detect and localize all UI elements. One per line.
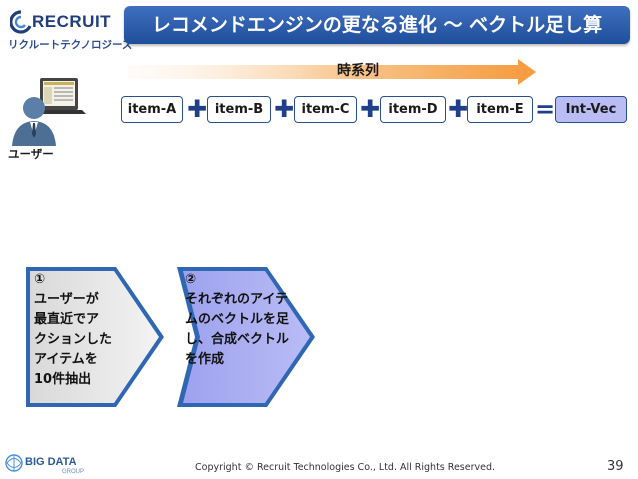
user-label: ユーザー <box>8 147 54 161</box>
step-1-number: ① <box>34 272 46 287</box>
step-1-line-5: 10件抽出 <box>34 372 92 387</box>
step-2-chevron: ② それぞれのアイテ ムのベクトルを足 し、合成ベクトル を作成 <box>175 262 345 412</box>
big-data-logo-subtext: GROUP <box>62 469 84 475</box>
item-e-box: item-E <box>467 96 533 123</box>
recruit-logo-mark-icon <box>10 10 32 34</box>
copyright-text: Copyright © Recruit Technologies Co., Lt… <box>195 462 496 473</box>
page-title: レコメンドエンジンの更なる進化 ～ ベクトル足し算 <box>151 14 603 36</box>
item-b-box: item-B <box>207 96 271 123</box>
step-2-line-3: し、合成ベクトル <box>185 332 290 347</box>
step-2-line-4: を作成 <box>185 352 225 367</box>
plus-icon: ✚ <box>274 95 295 123</box>
recruit-logo-text: RECRUIT <box>32 12 112 31</box>
recruit-logo: RECRUIT リクルートテクノロジーズ <box>6 8 133 54</box>
item-c-box: item-C <box>294 96 357 123</box>
timeline-arrow-icon <box>128 59 536 85</box>
big-data-logo-text: BIG DATA <box>25 456 77 468</box>
step-2-chevron-shape-icon <box>177 267 315 407</box>
item-a-box: item-A <box>121 96 183 123</box>
step-1-line-3: クションした <box>34 332 113 347</box>
step-2-line-2: ムのベクトルを足 <box>185 312 290 327</box>
plus-icon: ✚ <box>448 95 469 123</box>
plus-icon: ✚ <box>187 95 208 123</box>
equals-icon: = <box>535 95 556 123</box>
recruit-logo-subtext: リクルートテクノロジーズ <box>8 39 133 51</box>
int-vec-box: Int-Vec <box>555 96 627 123</box>
step-1-line-4: アイテムを <box>34 352 98 367</box>
step-1-chevron: ① ユーザーが 最直近でア クションした アイテムを 10件抽出 <box>24 262 194 412</box>
step-1-line-2: 最直近でア <box>34 312 100 327</box>
page-number: 39 <box>607 459 624 474</box>
plus-icon: ✚ <box>360 95 381 123</box>
step-1-chevron-shape-icon <box>26 267 164 407</box>
timeline-label: 時系列 <box>337 63 379 79</box>
step-2-number: ② <box>185 272 197 287</box>
user-with-laptop-icon <box>12 78 86 146</box>
big-data-group-logo: BIG DATA GROUP <box>5 454 84 475</box>
step-2-line-1: それぞれのアイテ <box>185 292 289 307</box>
title-bar: レコメンドエンジンの更なる進化 ～ ベクトル足し算 <box>124 6 630 44</box>
item-d-box: item-D <box>380 96 446 123</box>
step-1-line-1: ユーザーが <box>34 292 99 307</box>
